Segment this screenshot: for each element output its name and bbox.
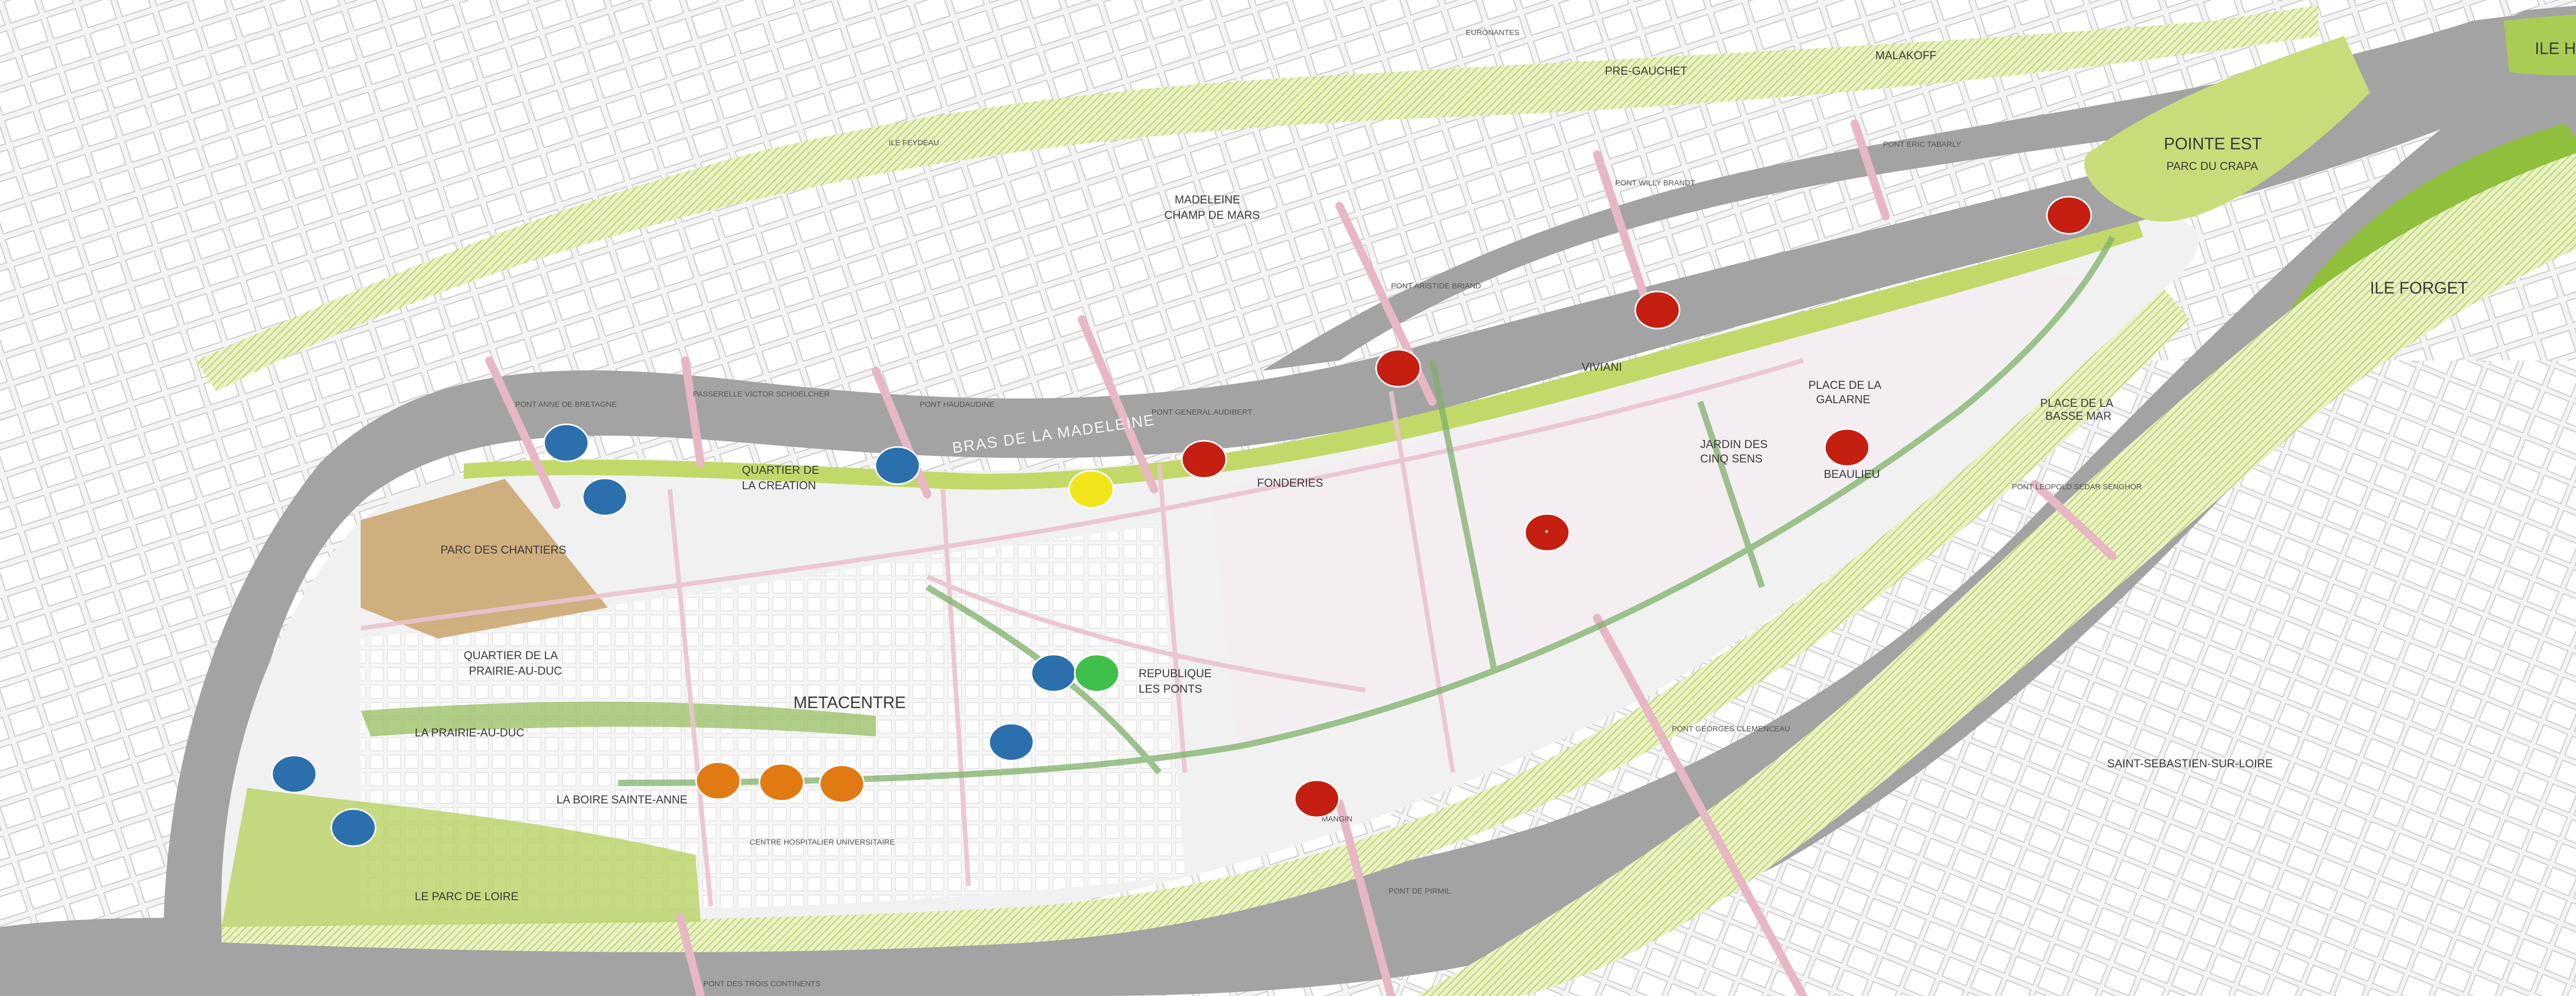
marker-red-1[interactable]: [1181, 440, 1227, 479]
pont-eric-tabarly: [1851, 119, 1890, 220]
label-madeleine-1: MADELEINE: [1175, 193, 1240, 206]
label-pont-brandt: PONT WILLY BRANDT: [1615, 179, 1695, 187]
passerelle-schoelcher: [681, 356, 705, 468]
marker-blue-7[interactable]: [330, 808, 377, 847]
label-malakoff: MALAKOFF: [1875, 49, 1937, 62]
label-pont-clemenceau: PONT GEORGES CLEMENCEAU: [1672, 725, 1790, 733]
bras-madeleine-river: [163, 5, 2576, 996]
label-parc-loire: LE PARC DE LOIRE: [415, 890, 518, 903]
pont-general-audibert: [1078, 315, 1158, 493]
label-parc-crapa: PARC DU CRAPA: [2166, 160, 2258, 173]
label-basse-mar-1: PLACE DE LA: [2040, 397, 2113, 409]
marker-yellow-1[interactable]: [1068, 470, 1114, 509]
marker-blue-5[interactable]: [988, 723, 1035, 762]
marker-red-7[interactable]: [1294, 779, 1340, 818]
marker-red-2[interactable]: [1375, 349, 1421, 388]
label-pont-tabarly: PONT ERIC TABARLY: [1883, 140, 1961, 149]
label-chu: CENTRE HOSPITALIER UNIVERSITAIRE: [750, 838, 895, 847]
label-pont-briand: PONT ARISTIDE BRIAND: [1391, 282, 1481, 290]
label-la-prairie: LA PRAIRIE-AU-DUC: [415, 726, 524, 739]
label-republique-2: LES PONTS: [1139, 682, 1202, 695]
label-fonderies: FONDERIES: [1257, 476, 1323, 489]
label-republique-1: REPUBLIQUE: [1139, 667, 1212, 680]
label-boire: LA BOIRE SAINTE-ANNE: [556, 793, 687, 806]
label-prairie-duc-quartier-2: PRAIRIE-AU-DUC: [469, 664, 562, 677]
marker-blue-4[interactable]: [1030, 654, 1077, 693]
label-ile-heron: ILE HERON: [2535, 39, 2576, 58]
label-euronantes: EURONANTES: [1466, 28, 1519, 37]
marker-blue-3[interactable]: [874, 446, 921, 485]
label-ile-feydeau: ILE FEYDEAU: [889, 139, 939, 147]
label-pointe-est: POINTE EST: [2164, 134, 2262, 153]
label-pont-senghor: PONT LEOPOLD SEDAR SENGHOR: [2012, 483, 2142, 491]
label-pont-anne: PONT ANNE DE BRETAGNE: [515, 400, 617, 409]
marker-orange-1[interactable]: [695, 761, 741, 800]
label-pont-haudaudine: PONT HAUDAUDINE: [920, 400, 994, 409]
marker-orange-3[interactable]: [819, 764, 865, 803]
label-prairie-duc-quartier-1: QUARTIER DE LA: [464, 649, 558, 662]
island-south-green: [222, 288, 2190, 952]
parc-des-chantiers: [361, 479, 608, 639]
loire-river-south: [0, 33, 2576, 996]
label-quartier-creation-1: QUARTIER DE: [742, 463, 819, 476]
label-pre-gauchet: PRE-GAUCHET: [1605, 64, 1687, 77]
marker-red-8[interactable]: [1545, 530, 1548, 533]
label-madeleine-2: CHAMP DE MARS: [1164, 209, 1260, 221]
marker-blue-6[interactable]: [271, 754, 317, 794]
label-metacentre: METACENTRE: [793, 693, 906, 712]
label-pont-pirmil: PONT DE PIRMIL: [1388, 887, 1451, 896]
marker-orange-2[interactable]: [758, 763, 805, 802]
label-place-galarne-1: PLACE DE LA: [1808, 379, 1882, 391]
pont-de-pirmil: [1335, 799, 1395, 996]
label-beaulieu: BEAULIEU: [1824, 468, 1880, 480]
pointe-est-green: [2084, 36, 2370, 222]
project-markers: [271, 196, 2092, 847]
pont-willy-brandt: [1593, 150, 1653, 313]
prairie-au-duc-green: [361, 701, 876, 736]
south-bank-green: [1417, 153, 2576, 996]
label-quartier-creation-2: LA CREATION: [742, 479, 816, 492]
marker-red-3[interactable]: [1634, 290, 1681, 330]
island-roads: [360, 358, 1804, 907]
pont-georges-clemenceau: [1593, 614, 1807, 996]
north-bank-green: [196, 5, 2318, 391]
island-north-green: [464, 221, 2143, 490]
label-saint-sebastien: SAINT-SEBASTIEN-SUR-LOIRE: [2107, 757, 2273, 770]
marker-red-5[interactable]: [2046, 196, 2092, 235]
label-passerelle: PASSERELLE VICTOR SCHOELCHER: [693, 390, 830, 399]
label-place-galarne-2: GALARNE: [1816, 393, 1870, 406]
marker-blue-1[interactable]: [543, 423, 589, 462]
label-parc-chantiers: PARC DES CHANTIERS: [440, 543, 566, 556]
marker-red-4[interactable]: [1824, 428, 1870, 467]
marker-green-1[interactable]: [1074, 654, 1120, 693]
label-jardin-1: JARDIN DES: [1700, 438, 1768, 451]
pont-senghor: [2031, 480, 2116, 560]
pont-anne-de-bretagne: [485, 356, 561, 509]
marker-blue-2[interactable]: [582, 477, 628, 517]
label-pont-trois: PONT DES TROIS CONTINENTS: [703, 980, 821, 988]
bridges: [485, 119, 2116, 996]
pont-des-trois-continents: [676, 913, 705, 996]
label-pont-audibert: PONT GENERAL AUDIBERT: [1151, 408, 1252, 417]
pont-haudaudine: [872, 367, 931, 499]
label-ile-forget: ILE FORGET: [2370, 279, 2468, 297]
ile-heron: [2504, 14, 2576, 76]
label-basse-mar-2: BASSE MAR: [2045, 409, 2111, 422]
label-mangin: MANGIN: [1321, 815, 1352, 823]
label-viviani: VIVIANI: [1582, 360, 1622, 373]
label-jardin-2: CINQ SENS: [1700, 452, 1762, 465]
